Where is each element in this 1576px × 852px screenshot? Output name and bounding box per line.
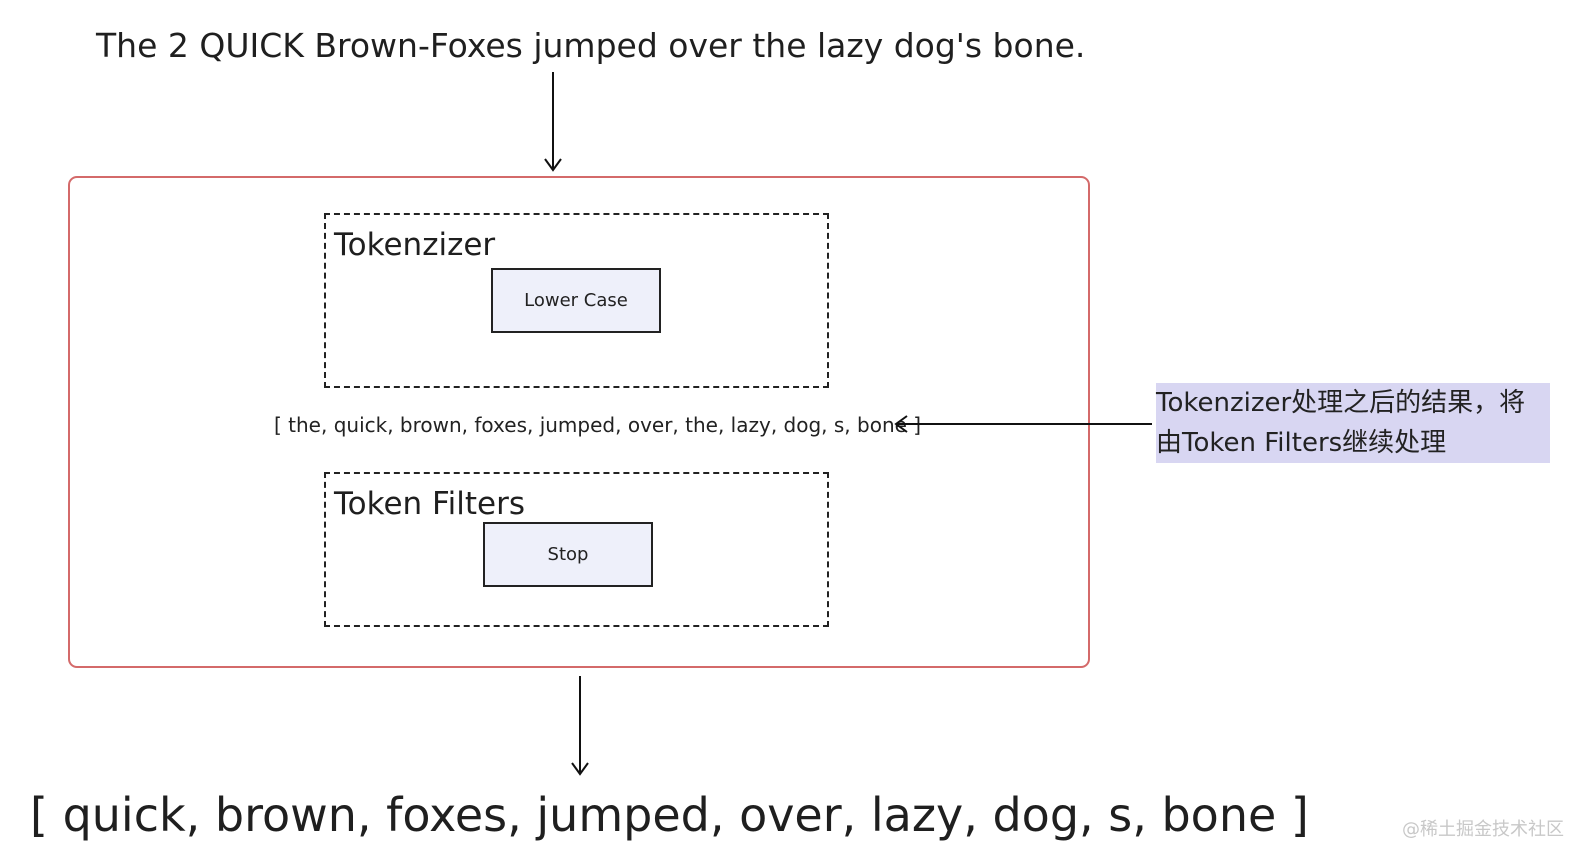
tokenizer-box: Tokenzizer (324, 213, 829, 388)
watermark: @稀土掘金技术社区 (1402, 819, 1564, 840)
lowercase-component: Lower Case (491, 268, 661, 333)
note-arrow-head (894, 415, 908, 433)
annotation-note: Tokenzizer处理之后的结果，将 由Token Filters继续处理 (1156, 383, 1550, 463)
analyzer-container (68, 176, 1090, 668)
token-filters-box: Token Filters (324, 472, 829, 627)
annotation-line-2: 由Token Filters继续处理 (1156, 428, 1447, 458)
input-sentence: The 2 QUICK Brown-Foxes jumped over the … (96, 26, 1086, 65)
tokenizer-title: Tokenzizer (334, 227, 496, 263)
token-filters-title: Token Filters (334, 486, 525, 522)
output-tokens: [ quick, brown, foxes, jumped, over, laz… (30, 788, 1309, 842)
output-arrow-head (571, 762, 589, 776)
annotation-line-1: Tokenzizer处理之后的结果，将 (1156, 388, 1526, 418)
input-arrow-head (544, 158, 562, 172)
stop-component: Stop (483, 522, 653, 587)
intermediate-tokens: [ the, quick, brown, foxes, jumped, over… (274, 413, 922, 437)
